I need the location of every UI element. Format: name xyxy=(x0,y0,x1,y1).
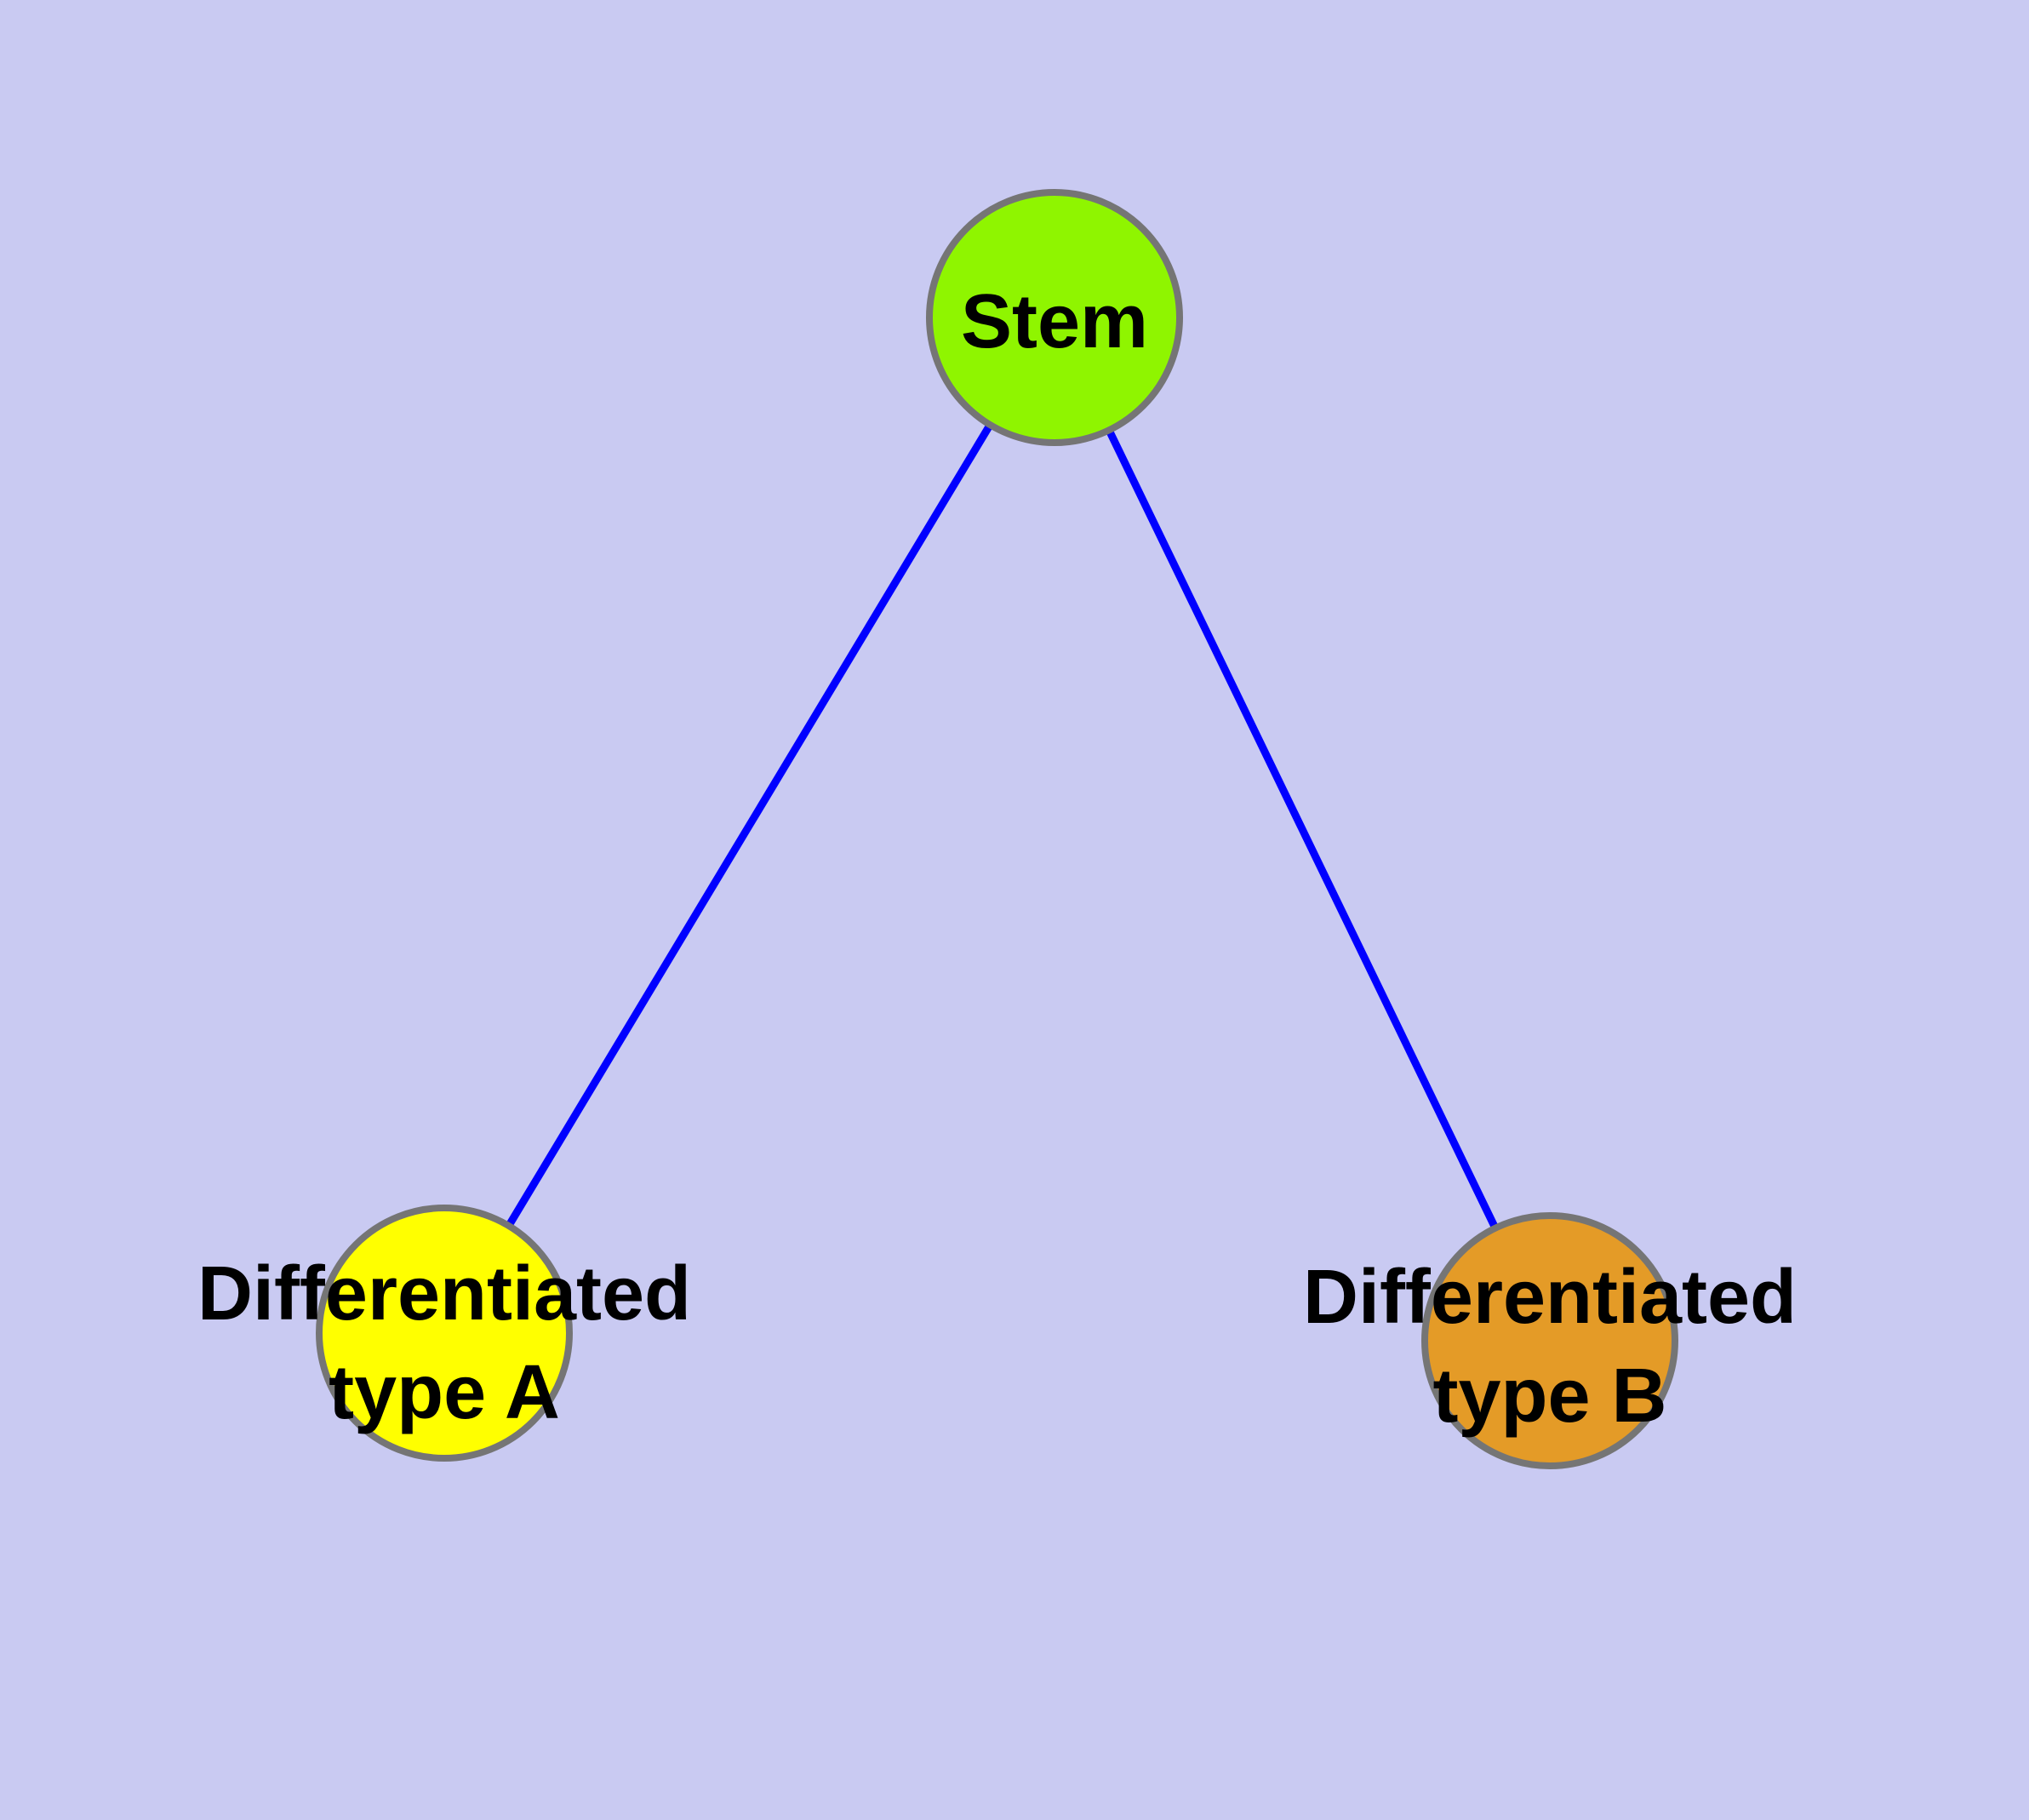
node-stem-label: Stem xyxy=(961,279,1148,364)
edge-stem-to-type-b xyxy=(1050,316,1554,1342)
node-differentiated-type-a-label-line1: Differentiated xyxy=(197,1251,691,1336)
edge-stem-to-type-a xyxy=(441,315,1058,1336)
node-differentiated-type-a-label-line2: type A xyxy=(329,1350,560,1435)
node-differentiated-type-b-label-line1: Differentiated xyxy=(1303,1255,1797,1340)
node-differentiated-type-a xyxy=(316,1205,573,1462)
node-differentiated-type-b-label-line2: type B xyxy=(1432,1354,1666,1439)
node-differentiated-type-b xyxy=(1421,1212,1678,1469)
node-stem xyxy=(926,189,1183,446)
